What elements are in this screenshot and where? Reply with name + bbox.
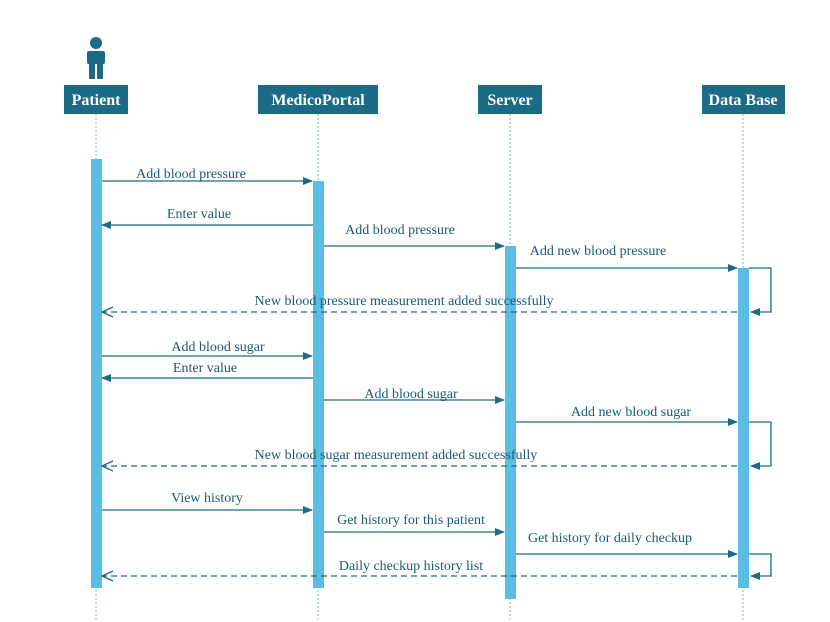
message-label: Add new blood pressure (530, 244, 666, 259)
message-label: Enter value (173, 361, 237, 376)
person-icon (87, 37, 105, 79)
db-self-loop-2 (749, 421, 772, 470)
db-self-loop-3 (749, 553, 772, 580)
message-label: Get history for daily checkup (528, 531, 692, 546)
activation-patient (91, 159, 102, 588)
message-label: Add blood sugar (364, 387, 458, 402)
message-label: Get history for this patient (337, 513, 485, 528)
db-self-loop-1 (749, 267, 772, 316)
actor-db[interactable]: Data Base (702, 85, 785, 114)
message-label: Daily checkup history list (339, 559, 483, 574)
message-label: Add blood sugar (171, 340, 265, 355)
activation-db (738, 268, 749, 588)
message-label: New blood sugar measurement added succes… (255, 448, 538, 463)
actor-portal[interactable]: MedicoPortal (258, 85, 378, 114)
actor-portal-label: MedicoPortal (271, 92, 365, 109)
message-label: Enter value (167, 207, 231, 222)
actor-db-label: Data Base (709, 92, 778, 109)
actor-patient[interactable]: Patient (64, 85, 128, 114)
message-label: Add blood pressure (345, 223, 455, 238)
message-label: View history (171, 491, 243, 506)
message-label: New blood pressure measurement added suc… (255, 294, 554, 309)
activation-server (505, 246, 516, 599)
actor-server[interactable]: Server (478, 85, 542, 114)
message-label: Add new blood sugar (571, 405, 691, 420)
message-label: Add blood pressure (136, 167, 246, 182)
actor-patient-label: Patient (72, 92, 122, 109)
activation-portal (313, 181, 324, 588)
actor-server-label: Server (487, 92, 532, 109)
